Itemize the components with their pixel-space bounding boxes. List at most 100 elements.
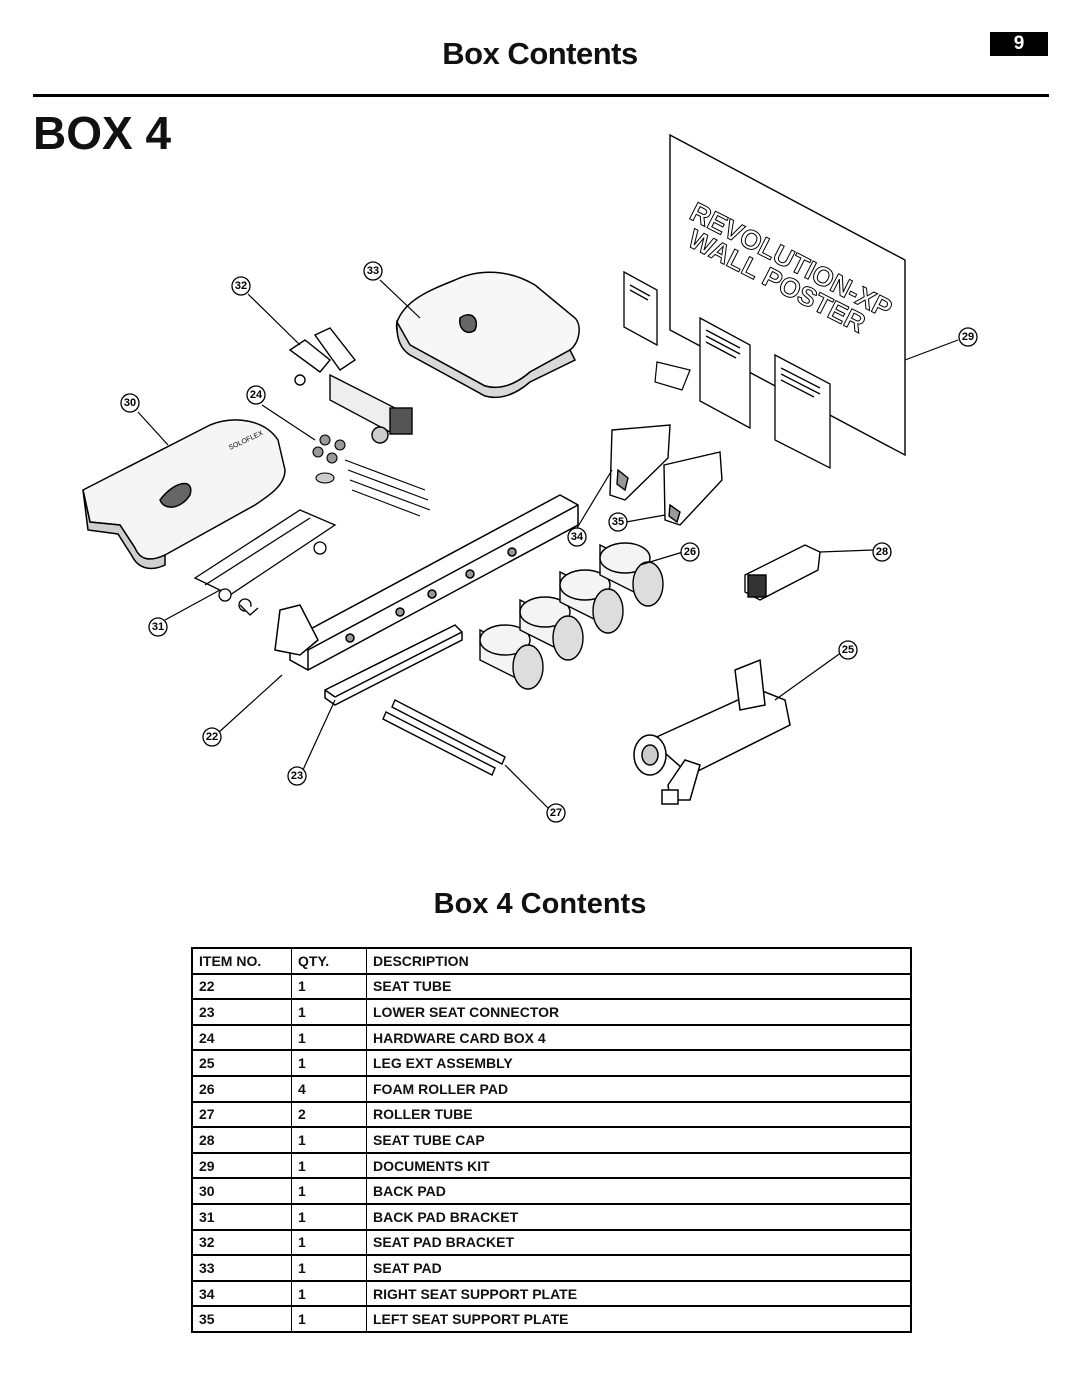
quantity-cell: 1 (291, 973, 367, 1000)
back-pad: SOLOFLEX (82, 419, 286, 570)
item-number-cell: 32 (191, 1229, 292, 1256)
item-number-cell: 30 (191, 1177, 292, 1205)
item-number-cell: 24 (191, 1024, 292, 1051)
svg-text:34: 34 (571, 531, 584, 543)
col-header-item: ITEM NO. (191, 947, 292, 975)
item-number-cell: 25 (191, 1049, 292, 1077)
callout-22: 22 (202, 727, 222, 747)
seat-support-plates (609, 424, 723, 526)
description-cell: SEAT TUBE (366, 973, 912, 1000)
seat-tube (274, 494, 579, 671)
svg-text:33: 33 (367, 265, 379, 277)
exploded-parts-diagram: REVOLUTION-XP WALL POSTER (82, 133, 978, 823)
back-pad-bracket (193, 509, 337, 616)
box-heading: BOX 4 (33, 107, 172, 159)
svg-text:27: 27 (550, 807, 562, 819)
item-number-cell: 34 (191, 1280, 292, 1307)
seat-pad-bracket (288, 327, 413, 444)
hardware-card (312, 434, 431, 517)
description-cell: DOCUMENTS KIT (366, 1152, 912, 1179)
quantity-cell: 1 (291, 1024, 367, 1051)
callout-24: 24 (246, 385, 266, 405)
warranty-card (654, 361, 691, 391)
description-cell: SEAT TUBE CAP (366, 1126, 912, 1154)
header-rule (33, 94, 1049, 97)
callout-31: 31 (148, 617, 168, 637)
description-cell: SEAT PAD (366, 1254, 912, 1282)
callout-26: 26 (680, 542, 700, 562)
item-number-cell: 35 (191, 1305, 292, 1333)
callout-29: 29 (958, 327, 978, 347)
callout-25: 25 (838, 640, 858, 660)
svg-text:25: 25 (842, 644, 854, 656)
callout-34: 34 (567, 527, 587, 547)
svg-text:22: 22 (206, 731, 218, 743)
callout-30: 30 (120, 393, 140, 413)
item-number-cell: 23 (191, 998, 292, 1026)
callout-33: 33 (363, 261, 383, 281)
item-number-cell: 27 (191, 1101, 292, 1128)
quantity-cell: 1 (291, 1126, 367, 1154)
item-number-cell: 22 (191, 973, 292, 1000)
roller-tubes (382, 699, 506, 776)
svg-text:28: 28 (876, 546, 888, 558)
description-cell: LOWER SEAT CONNECTOR (366, 998, 912, 1026)
item-number-cell: 33 (191, 1254, 292, 1282)
page-title: Box Contents (442, 36, 638, 71)
seat-pad (395, 271, 580, 399)
svg-text:31: 31 (152, 621, 164, 633)
contents-title: Box 4 Contents (433, 888, 647, 920)
description-cell: FOAM ROLLER PAD (366, 1075, 912, 1103)
quantity-cell: 1 (291, 1152, 367, 1179)
svg-text:29: 29 (962, 331, 974, 343)
callout-35: 35 (608, 512, 628, 532)
quantity-cell: 1 (291, 1177, 367, 1205)
leg-ext-assembly (633, 658, 791, 805)
description-cell: BACK PAD (366, 1177, 912, 1205)
col-header-description: DESCRIPTION (366, 947, 912, 975)
quantity-cell: 4 (291, 1075, 367, 1103)
quantity-cell: 1 (291, 1305, 367, 1333)
callout-32: 32 (231, 276, 251, 296)
leader-lines (137, 279, 959, 809)
description-cell: SEAT PAD BRACKET (366, 1229, 912, 1256)
quantity-cell: 1 (291, 1229, 367, 1256)
svg-text:24: 24 (250, 389, 263, 401)
quantity-cell: 2 (291, 1101, 367, 1128)
description-cell: LEG EXT ASSEMBLY (366, 1049, 912, 1077)
item-number-cell: 28 (191, 1126, 292, 1154)
callout-23: 23 (287, 766, 307, 786)
description-cell: LEFT SEAT SUPPORT PLATE (366, 1305, 912, 1333)
svg-text:32: 32 (235, 280, 247, 292)
svg-text:26: 26 (684, 546, 696, 558)
quantity-cell: 1 (291, 1280, 367, 1307)
svg-text:23: 23 (291, 770, 303, 782)
quantity-cell: 1 (291, 1049, 367, 1077)
svg-text:35: 35 (612, 516, 624, 528)
description-cell: RIGHT SEAT SUPPORT PLATE (366, 1280, 912, 1307)
foam-roller-pads (479, 542, 664, 690)
quantity-cell: 1 (291, 998, 367, 1026)
table-header-row: ITEM NO. QTY. DESCRIPTION (191, 947, 912, 975)
item-number-cell: 31 (191, 1203, 292, 1231)
col-header-qty: QTY. (291, 947, 367, 975)
owners-manual (774, 353, 831, 470)
lower-seat-connector (324, 624, 463, 706)
quantity-cell: 1 (291, 1203, 367, 1231)
callout-28: 28 (872, 542, 892, 562)
page-number-badge: 9 (990, 32, 1048, 56)
item-number-cell: 29 (191, 1152, 292, 1179)
